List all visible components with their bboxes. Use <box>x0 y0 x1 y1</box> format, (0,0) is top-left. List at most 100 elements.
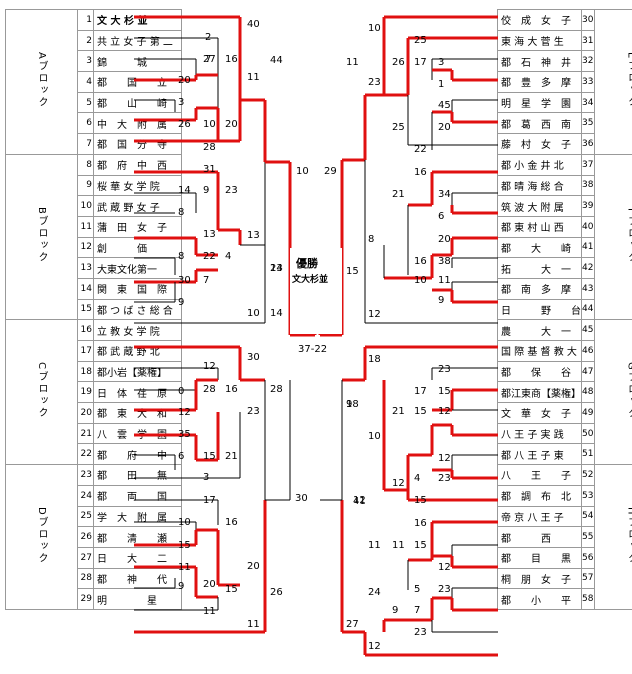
match-score: 11 <box>392 540 405 551</box>
match-score: 7 <box>203 275 210 286</box>
match-score: 11 <box>247 619 260 630</box>
block-label: Cブロック <box>36 362 47 420</box>
match-score: 23 <box>247 406 260 417</box>
block-label-cell: Hブロック <box>594 464 632 610</box>
match-score: 10 <box>296 166 309 177</box>
match-score: 18 <box>368 354 381 365</box>
block-label-cell: Bブロック <box>5 153 78 321</box>
team-number: 58 <box>580 588 596 610</box>
match-score: 15 <box>438 386 451 397</box>
match-score: 22 <box>203 251 216 262</box>
match-score: 27 <box>346 619 359 630</box>
match-score: 12 <box>203 361 216 372</box>
match-score: 27 <box>203 54 216 65</box>
block-label-cell: Cブロック <box>5 319 78 466</box>
match-score: 28 <box>270 384 283 395</box>
match-score: 12 <box>438 562 451 573</box>
final-label: 優勝 <box>296 257 318 270</box>
block-label: Bブロック <box>36 207 47 264</box>
match-score: 40 <box>247 19 260 30</box>
block-label-cell: Dブロック <box>5 464 78 610</box>
match-score: 12 <box>178 407 191 418</box>
match-score: 8 <box>178 251 185 262</box>
match-score: 5 <box>414 584 421 595</box>
match-score: 10 <box>414 275 427 286</box>
match-score: 9 <box>392 605 399 616</box>
match-score: 9 <box>346 399 353 410</box>
match-score: 10 <box>368 23 381 34</box>
block-label-cell: Eブロック <box>594 9 632 155</box>
match-score: 26 <box>178 119 191 130</box>
match-score: 6 <box>438 211 445 222</box>
match-score: 3 <box>203 472 210 483</box>
match-score: 21 <box>392 189 405 200</box>
final-winner: 文大杉並 <box>292 275 329 285</box>
match-score: 15 <box>225 584 238 595</box>
team-name: 明 星 <box>93 588 182 610</box>
match-score: 18 <box>346 399 359 410</box>
match-score: 13 <box>247 230 260 241</box>
match-score: 9 <box>178 297 185 308</box>
match-score: 15 <box>346 266 359 277</box>
match-score: 23 <box>414 627 427 638</box>
match-score: 7 <box>205 54 212 65</box>
block-label-cell: Aブロック <box>5 9 78 155</box>
match-score: 28 <box>203 384 216 395</box>
match-score: 16 <box>225 384 238 395</box>
block-label: Fブロック <box>625 207 632 264</box>
match-score: 15 <box>203 451 216 462</box>
match-score: 12 <box>438 406 451 417</box>
match-score: 15 <box>414 540 427 551</box>
match-score: 14 <box>270 263 283 274</box>
match-score: 10 <box>203 119 216 130</box>
match-score: 11 <box>368 540 381 551</box>
match-score: 17 <box>203 495 216 506</box>
match-score: 16 <box>414 518 427 529</box>
team-number: 31 <box>580 29 596 52</box>
block-label: Hブロック <box>625 506 632 565</box>
match-score: 10 <box>247 308 260 319</box>
team-number: 32 <box>580 50 596 73</box>
match-score: 4 <box>414 473 421 484</box>
team-row: 都江東商【薬権】48 <box>497 381 632 404</box>
match-score: 16 <box>225 517 238 528</box>
match-score: 12 <box>438 453 451 464</box>
match-score: 11 <box>247 72 260 83</box>
team-name: 都 府 中 <box>93 443 182 466</box>
match-score: 20 <box>178 75 191 86</box>
match-score: 17 <box>414 57 427 68</box>
match-score: 11 <box>203 606 216 617</box>
match-score: 20 <box>438 122 451 133</box>
team-number: 29 <box>77 588 94 610</box>
match-score: 44 <box>270 55 283 66</box>
match-score: 13 <box>203 229 216 240</box>
match-score: 45 <box>438 100 451 111</box>
match-score: 14 <box>178 185 191 196</box>
team-number: 33 <box>580 71 596 93</box>
match-score: 22 <box>414 144 427 155</box>
match-score: 3 <box>178 97 185 108</box>
match-score: 1 <box>438 79 445 90</box>
match-score: 12 <box>392 478 405 489</box>
match-score: 9 <box>178 581 185 592</box>
match-score: 3 <box>438 57 445 68</box>
